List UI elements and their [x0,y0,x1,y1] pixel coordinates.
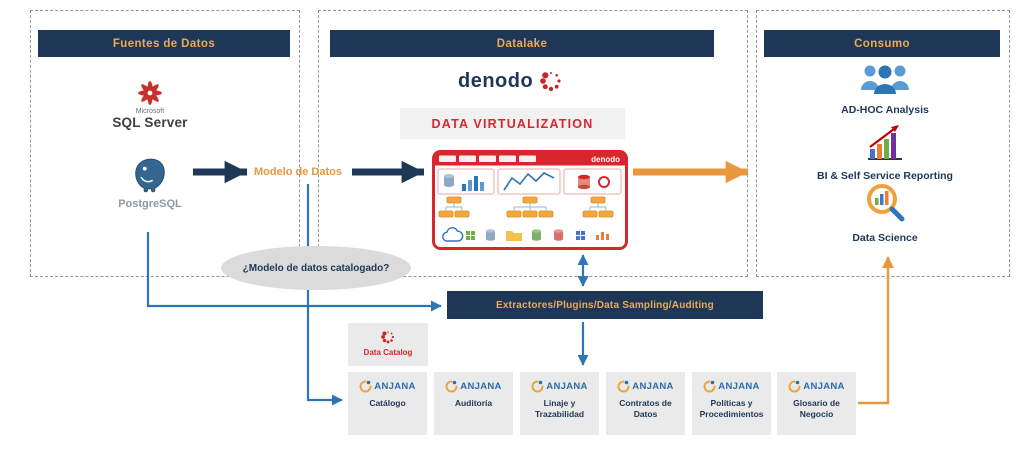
extractors-bar: Extractores/Plugins/Data Sampling/Auditi… [447,291,763,319]
anjana-box-catalogo: ANJANA Catálogo [348,372,427,435]
line-postgres-to-extractors [146,232,442,312]
anjana-product-label: Catálogo [369,398,406,408]
data-virtualization-label: DATA VIRTUALIZATION [431,116,594,131]
anjana-box-auditoria: ANJANA Auditoría [434,372,513,435]
datalake-region [318,10,748,277]
adhoc-analysis-label: AD-HOC Analysis [841,104,929,116]
data-catalog-box: Data Catalog [348,323,428,366]
postgresql-elephant-icon [135,158,165,193]
anjana-brand-text: ANJANA [803,381,845,392]
data-catalog-label: Data Catalog [363,348,413,357]
bar-chart-icon [868,125,902,160]
consumption-item-datascience: Data Science [799,180,971,244]
postgresql-name: PostgreSQL [118,198,182,210]
anjana-swoosh-icon [703,380,716,393]
platform-mock: denodo [432,150,628,250]
anjana-brand-text: ANJANA [546,381,588,392]
anjana-box-contratos: ANJANA Contratos de Datos [606,372,685,435]
sqlserver-name: SQL Server [112,115,188,130]
denodo-dots-icon [540,72,561,92]
sources-header: Fuentes de Datos [38,30,290,57]
anjana-product-label: Glosario de Negocio [793,398,840,420]
anjana-logo: ANJANA [788,380,844,393]
anjana-product-label: Linaje y Trazabilidad [534,398,585,420]
anjana-logo: ANJANA [445,380,501,393]
anjana-swoosh-icon [359,380,372,393]
anjana-box-glosario: ANJANA Glosario de Negocio [777,372,856,435]
consumption-header: Consumo [764,30,1000,57]
anjana-product-label: Políticas y Procedimientos [699,398,764,420]
anjana-logo: ANJANA [531,380,587,393]
line-glossary-to-datascience [858,256,894,405]
denodo-dots-small-icon [381,331,395,344]
anjana-swoosh-icon [531,380,544,393]
anjana-swoosh-icon [617,380,630,393]
bi-reporting-label: BI & Self Service Reporting [817,170,953,182]
consumption-item-adhoc: AD-HOC Analysis [799,62,971,116]
platform-brand-text: denodo [591,155,620,164]
anjana-product-label: Contratos de Datos [619,398,672,420]
extractors-bar-label: Extractores/Plugins/Data Sampling/Auditi… [496,299,714,311]
anjana-product-label: Auditoría [454,398,493,408]
anjana-swoosh-icon [445,380,458,393]
anjana-logo: ANJANA [359,380,415,393]
data-virtualization-banner: DATA VIRTUALIZATION [400,108,625,139]
people-icon [861,65,909,94]
postgresql-logo: PostgreSQL [108,156,192,210]
line-model-to-catalog [306,184,343,406]
data-science-label: Data Science [852,232,918,244]
anjana-logo: ANJANA [617,380,673,393]
model-label: Modelo de Datos [253,166,342,178]
anjana-brand-text: ANJANA [374,381,416,392]
anjana-swoosh-icon [788,380,801,393]
magnifier-chart-icon [867,184,905,222]
sqlserver-icon [138,81,162,105]
anjana-logo: ANJANA [703,380,759,393]
datalake-header: Datalake [330,30,714,57]
denodo-platform-screenshot: denodo [432,150,628,255]
consumption-item-bi: BI & Self Service Reporting [799,122,971,182]
consumption-region [756,10,1010,277]
sqlserver-brand: Microsoft [135,108,165,115]
anjana-brand-text: ANJANA [718,381,760,392]
denodo-logo-text: denodo [458,70,534,92]
sqlserver-logo: Microsoft SQL Server [100,80,200,130]
anjana-box-linaje: ANJANA Linaje y Trazabilidad [520,372,599,435]
anjana-box-politicas: ANJANA Políticas y Procedimientos [692,372,771,435]
anjana-brand-text: ANJANA [460,381,502,392]
catalog-question-ellipse: ¿Modelo de datos catalogado? [221,246,411,290]
anjana-brand-text: ANJANA [632,381,674,392]
sources-region [30,10,300,277]
denodo-logo: denodo [458,68,564,94]
